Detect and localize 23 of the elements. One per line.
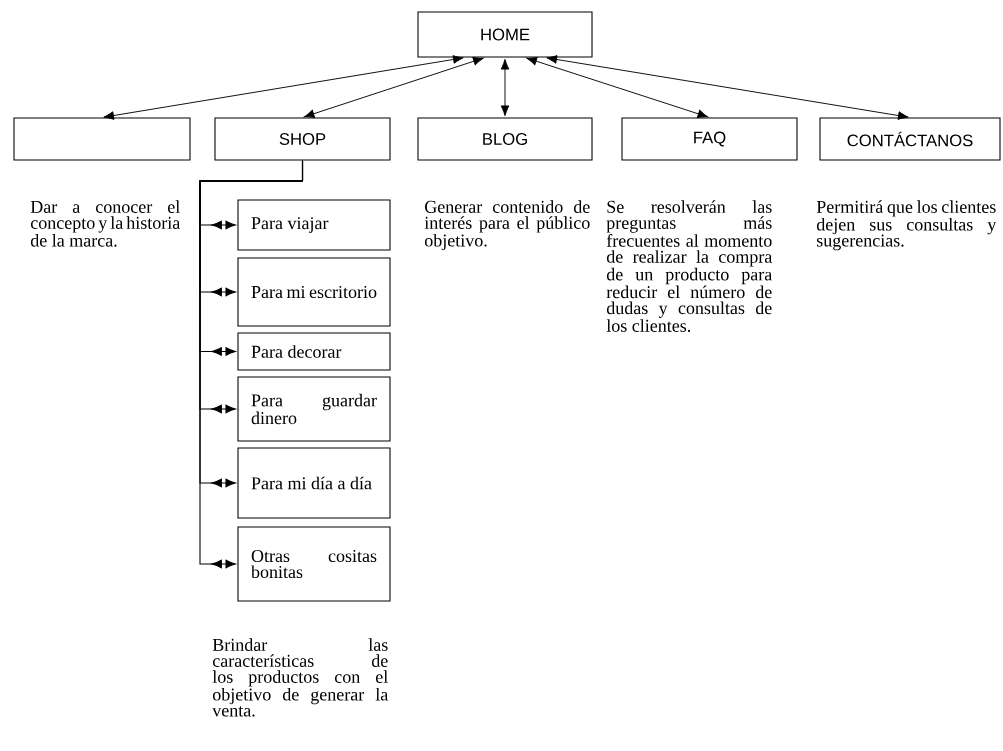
connector-arrow <box>199 160 304 569</box>
arrow <box>103 55 464 120</box>
page-box: HOME <box>417 11 593 58</box>
arrow <box>500 58 510 117</box>
menu-item-box: Para mi día a día <box>237 447 391 519</box>
menu-item-box: Otras cositas bonitas <box>237 526 391 602</box>
description-text: Se resolverán las preguntas más frecuentes al momento de realizar la compra de un producto para reducir el número de dudas y consultas de los clientes. <box>606 200 773 332</box>
menu-item-box: Para decorar <box>237 332 391 371</box>
description-text: Generar contenido de interés para el público objetivo. <box>424 200 590 251</box>
page-box: SHOP <box>214 117 391 161</box>
description-text: Brindar las características de los productos con el objetivo de generar la venta. <box>212 638 389 717</box>
menu-item-box: Para mi escritorio <box>237 257 391 327</box>
arrow <box>303 57 484 118</box>
page-box: FAQ <box>621 117 798 161</box>
menu-item-box: Para viajar <box>237 199 391 251</box>
page-box: BLOG <box>417 117 593 161</box>
menu-item-box: Para guardar dinero <box>237 376 391 442</box>
description-text: Dar a conocer el concepto y la historia de la marca. <box>30 200 181 247</box>
description-text: Permitirá que los clientes dejen sus consultas y sugerencias. <box>816 200 997 251</box>
arrow <box>546 55 909 120</box>
page-box <box>13 117 191 161</box>
arrow <box>526 57 709 119</box>
page-box: CONTÁCTANOS <box>819 117 1001 161</box>
